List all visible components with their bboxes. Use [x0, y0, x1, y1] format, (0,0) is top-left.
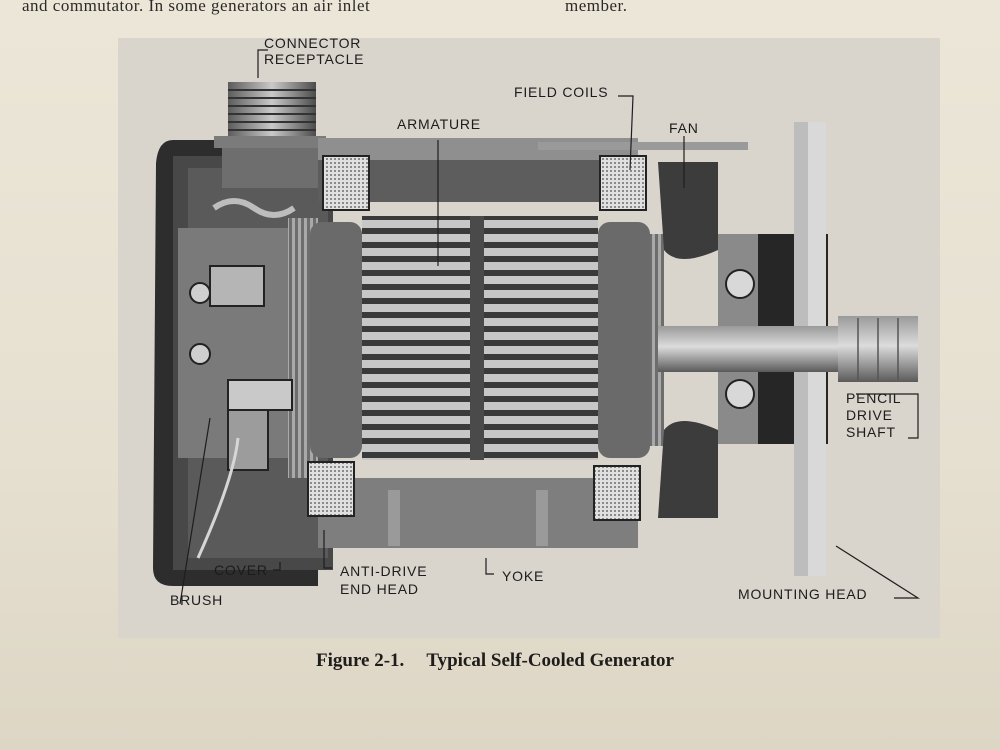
label-cover: COVER	[214, 562, 268, 578]
label-field-coils: FIELD COILS	[514, 84, 609, 100]
body-text-left: and commutator. In some generators an ai…	[22, 0, 371, 15]
figure-plate: CONNECTOR RECEPTACLE ARMATURE FIELD COIL…	[118, 35, 940, 638]
label-anti-drive-end-head: ANTI-DRIVE END HEAD	[340, 563, 428, 597]
label-pencil-drive-shaft: PENCIL DRIVE SHAFT	[846, 390, 902, 440]
figure-number: Figure 2-1.	[316, 650, 405, 671]
figure-title: Typical Self-Cooled Generator	[426, 650, 674, 671]
label-mounting-head: MOUNTING HEAD	[738, 586, 868, 602]
label-armature: ARMATURE	[397, 116, 481, 132]
body-text-right: member.	[565, 0, 628, 15]
label-yoke: YOKE	[502, 568, 545, 584]
label-connector-receptacle: CONNECTOR RECEPTACLE	[264, 35, 365, 67]
label-brush: BRUSH	[170, 592, 224, 608]
figure-caption: Figure 2-1. Typical Self-Cooled Generator	[316, 650, 696, 672]
label-fan: FAN	[669, 120, 699, 136]
generator-cutaway-illustration	[153, 49, 921, 605]
